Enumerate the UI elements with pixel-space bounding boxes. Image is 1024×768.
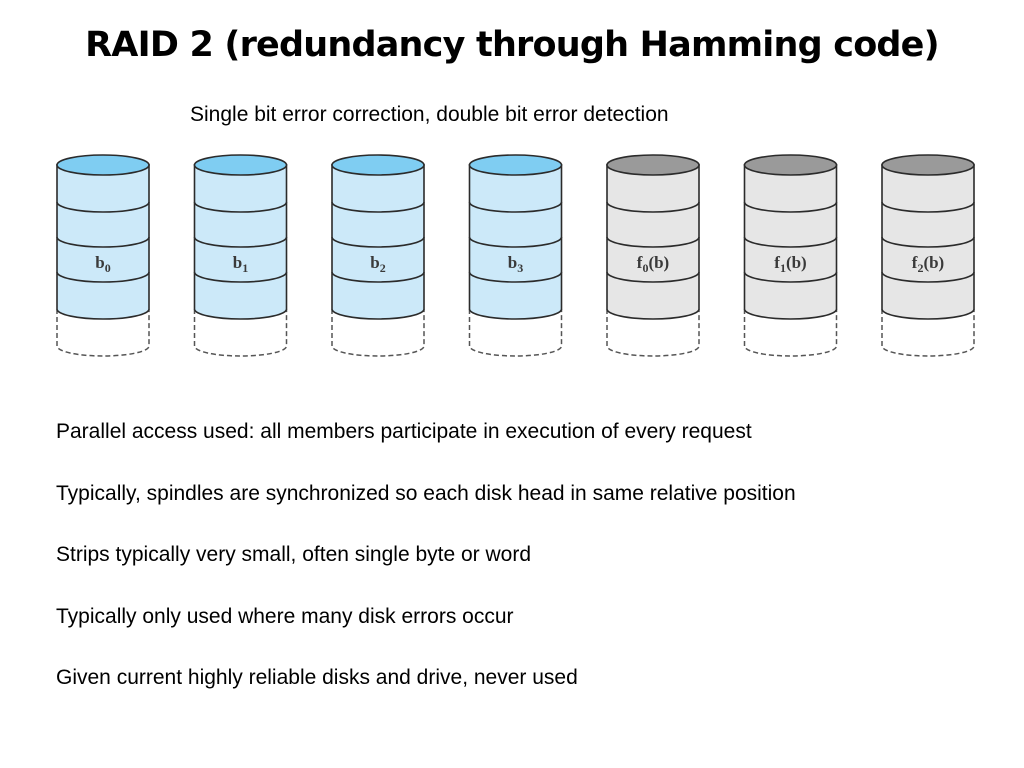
disk-strip-divider bbox=[331, 201, 425, 213]
disk-empty-strip bbox=[56, 309, 150, 357]
slide-title: RAID 2 (redundancy through Hamming code) bbox=[85, 25, 939, 65]
disk-body bbox=[468, 164, 563, 320]
disk-top bbox=[606, 154, 700, 176]
bullet-list: Parallel access used: all members partic… bbox=[56, 418, 796, 726]
disk-body bbox=[606, 164, 700, 320]
bullet-item: Parallel access used: all members partic… bbox=[56, 420, 752, 443]
disk-strip-divider bbox=[56, 201, 150, 213]
data-disk: b1 bbox=[193, 154, 288, 357]
disk-strip-divider bbox=[743, 201, 838, 213]
disk-strip-divider bbox=[193, 236, 288, 248]
disk-label: f0(b) bbox=[637, 253, 669, 275]
disk-strip-divider bbox=[56, 271, 150, 283]
disk-strip-divider bbox=[193, 201, 288, 213]
check-disk: f0(b) bbox=[606, 154, 700, 357]
disk-empty-strip bbox=[193, 309, 288, 357]
disk-top bbox=[468, 154, 563, 176]
bullet-item: Typically only used where many disk erro… bbox=[56, 604, 514, 628]
check-disk: f1(b) bbox=[743, 154, 838, 357]
disk-body bbox=[331, 164, 425, 320]
disk-top bbox=[193, 154, 288, 176]
disk-empty-strip bbox=[468, 309, 563, 357]
disk-strip-divider bbox=[468, 271, 563, 283]
disk-strip-divider bbox=[468, 201, 563, 213]
disk-body bbox=[193, 164, 288, 320]
disk-label: f2(b) bbox=[912, 253, 944, 275]
bullet-item: Typically, spindles are synchronized so … bbox=[56, 481, 796, 505]
disk-strip-divider bbox=[743, 236, 838, 248]
disk-empty-strip bbox=[881, 309, 975, 357]
disk-top bbox=[881, 154, 975, 176]
disk-strip-divider bbox=[193, 271, 288, 283]
disk-strip-divider bbox=[468, 236, 563, 248]
disk-strip-divider bbox=[881, 271, 975, 283]
disk-empty-strip bbox=[331, 309, 425, 357]
disk-top bbox=[743, 154, 838, 176]
check-disk: f2(b) bbox=[881, 154, 975, 357]
disk-top bbox=[56, 154, 150, 176]
disk-strip-divider bbox=[606, 271, 700, 283]
data-disk: b2 bbox=[331, 154, 425, 357]
data-disk: b3 bbox=[468, 154, 563, 357]
disk-strip-divider bbox=[743, 271, 838, 283]
disk-label: f1(b) bbox=[774, 253, 806, 275]
bullet-item: Strips typically very small, often singl… bbox=[56, 543, 532, 566]
disk-top bbox=[331, 154, 425, 176]
disk-body bbox=[743, 164, 838, 320]
disk-strip-divider bbox=[881, 201, 975, 213]
disk-strip-divider bbox=[606, 201, 700, 213]
disk-empty-strip bbox=[606, 309, 700, 357]
bullet-item: Given current highly reliable disks and … bbox=[56, 666, 578, 689]
disk-body bbox=[56, 164, 150, 320]
disk-strip-divider bbox=[606, 236, 700, 248]
disk-strip-divider bbox=[331, 236, 425, 248]
disk-strip-divider bbox=[331, 271, 425, 283]
data-disk: b0 bbox=[56, 154, 150, 357]
disk-strip-divider bbox=[56, 236, 150, 248]
disk-empty-strip bbox=[743, 309, 838, 357]
disk-strip-divider bbox=[881, 236, 975, 248]
disk-body bbox=[881, 164, 975, 320]
slide-subtitle: Single bit error correction, double bit … bbox=[190, 103, 669, 126]
